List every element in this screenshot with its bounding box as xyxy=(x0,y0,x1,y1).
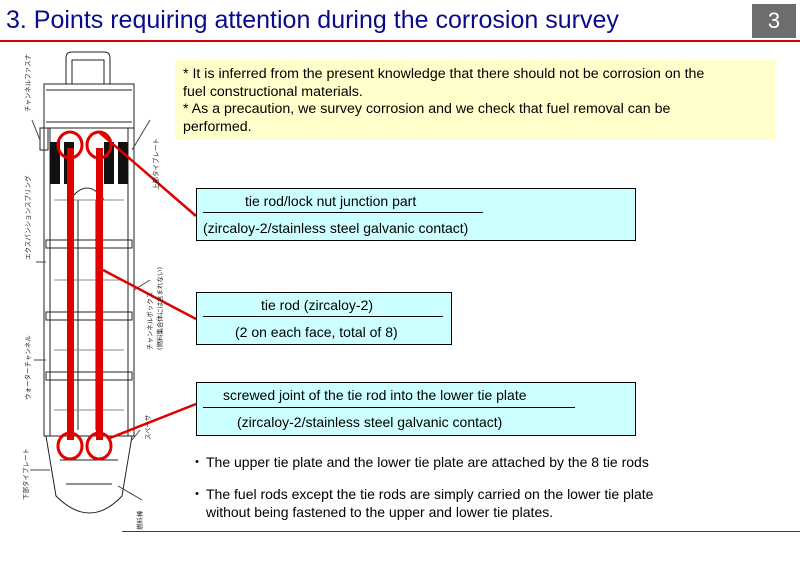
label-expansion-spring: エクスパンションスプリング xyxy=(23,175,32,260)
callout-detail: (zircaloy-2/stainless steel galvanic con… xyxy=(203,220,469,236)
bullet-text: The upper tie plate and the lower tie pl… xyxy=(206,454,649,470)
label-channel-fastener: チャンネルファスナ xyxy=(24,54,32,112)
bullet-item: ・ The fuel rods except the tie rods are … xyxy=(190,485,653,521)
callout-detail: (2 on each face, total of 8) xyxy=(235,324,398,340)
spacers xyxy=(45,239,133,381)
tie-rods xyxy=(67,148,103,440)
tie-rod-right xyxy=(96,148,103,440)
lower-joint-circle-left xyxy=(56,431,84,461)
callout-title: tie rod (zircaloy-2) xyxy=(261,297,374,313)
note-line: * It is inferred from the present knowle… xyxy=(183,66,705,82)
label-channel-box: チャンネルボックス xyxy=(146,292,154,350)
callout-divider xyxy=(203,407,575,408)
label-fuel-rod: 燃料棒 xyxy=(135,510,144,530)
callout-detail: (zircaloy-2/stainless steel galvanic con… xyxy=(237,414,503,430)
page-number: 3 xyxy=(752,4,796,38)
bullet-item: ・ The upper tie plate and the lower tie … xyxy=(190,453,653,471)
bullet-marker: ・ xyxy=(190,454,204,470)
callout-divider xyxy=(203,316,443,317)
note-line: fuel constructional materials. xyxy=(183,83,363,100)
callout-screwed-joint: screwed joint of the tie rod into the lo… xyxy=(196,382,636,436)
bullet-marker: ・ xyxy=(190,486,204,502)
label-lower-tie-plate: 下部タイプレート xyxy=(21,448,30,500)
upper-tie-plate xyxy=(43,83,135,129)
lower-joint-circle-right xyxy=(85,431,113,461)
water-channel xyxy=(77,200,97,430)
label-water-channel: ウォーターチャンネル xyxy=(23,335,32,400)
footer-rule xyxy=(122,531,800,532)
assembly-handle xyxy=(65,51,111,84)
label-upper-tie-plate: 上部タイプレート xyxy=(151,138,160,190)
pointer-line-screwed-joint xyxy=(109,402,197,440)
pointer-line-junction xyxy=(98,131,197,217)
callout-tie-rod: tie rod (zircaloy-2) (2 on each face, to… xyxy=(196,292,452,345)
precaution-note: * It is inferred from the present knowle… xyxy=(175,60,775,140)
callout-title: screwed joint of the tie rod into the lo… xyxy=(223,387,527,403)
pointer-line-tie-rod xyxy=(102,268,197,321)
title-underline xyxy=(0,40,800,42)
bullet-text: The fuel rods except the tie rods are si… xyxy=(206,486,654,502)
note-line: performed. xyxy=(183,118,252,135)
label-spacer: スペーサ xyxy=(144,415,152,440)
upper-junction-circle-left xyxy=(56,130,84,160)
page-title: 3. Points requiring attention during the… xyxy=(6,6,619,34)
callout-title: tie rod/lock nut junction part xyxy=(245,193,417,209)
note-line: * As a precaution, we survey corrosion a… xyxy=(183,101,671,117)
label-channel-box-note: (燃料集合体には含まれない) xyxy=(155,267,164,350)
tie-rod-left xyxy=(67,148,74,440)
summary-bullets: ・ The upper tie plate and the lower tie … xyxy=(190,453,653,535)
callout-junction-part: tie rod/lock nut junction part (zircaloy… xyxy=(196,188,636,241)
lower-tie-plate xyxy=(45,435,133,514)
bullet-text: without being fastened to the upper and … xyxy=(206,504,554,520)
callout-divider xyxy=(203,212,483,213)
